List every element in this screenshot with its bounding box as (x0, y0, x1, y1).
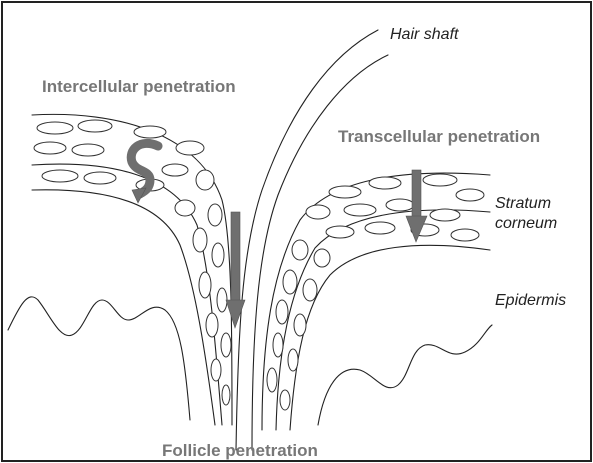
follicle-label: Follicle penetration (162, 441, 318, 460)
stratum-label-line2: corneum (495, 215, 557, 232)
intercellular-label: Intercellular penetration (42, 77, 236, 96)
right-epidermis-boundary (318, 325, 492, 425)
stratum-label-line1: Stratum (495, 195, 551, 212)
epidermis-label: Epidermis (495, 292, 566, 309)
follicle-arrow (226, 212, 245, 328)
left-epidermis-boundary (8, 297, 190, 420)
hair-shaft-label: Hair shaft (390, 26, 459, 43)
transcellular-label: Transcellular penetration (338, 127, 540, 146)
right-stratum-corneum (262, 173, 490, 430)
hair-shaft (236, 30, 388, 450)
intercellular-arrow (131, 143, 158, 203)
